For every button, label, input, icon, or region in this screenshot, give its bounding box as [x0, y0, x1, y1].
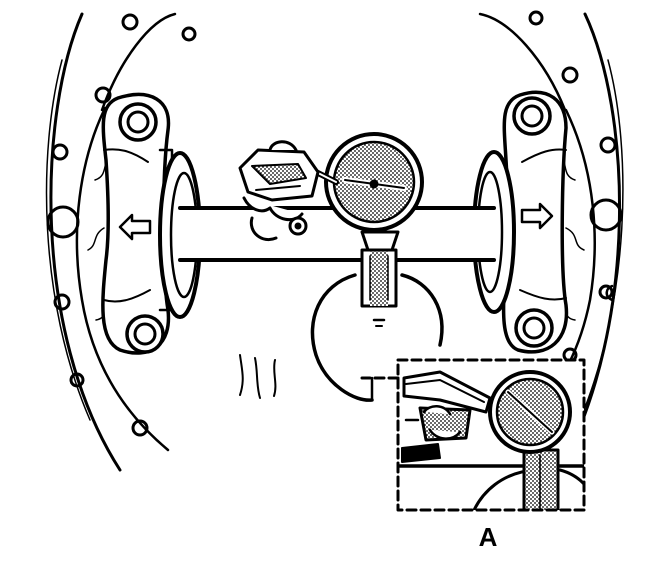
arrow-right-icon	[520, 202, 554, 230]
measuring-bar	[178, 206, 496, 262]
housing-holes	[46, 10, 623, 437]
arrow-left-icon	[118, 213, 152, 241]
detail-label-a: A	[479, 522, 498, 552]
detail-inset	[360, 358, 586, 512]
bore-circle	[310, 273, 444, 402]
gauge-holder-clamp	[238, 140, 339, 241]
